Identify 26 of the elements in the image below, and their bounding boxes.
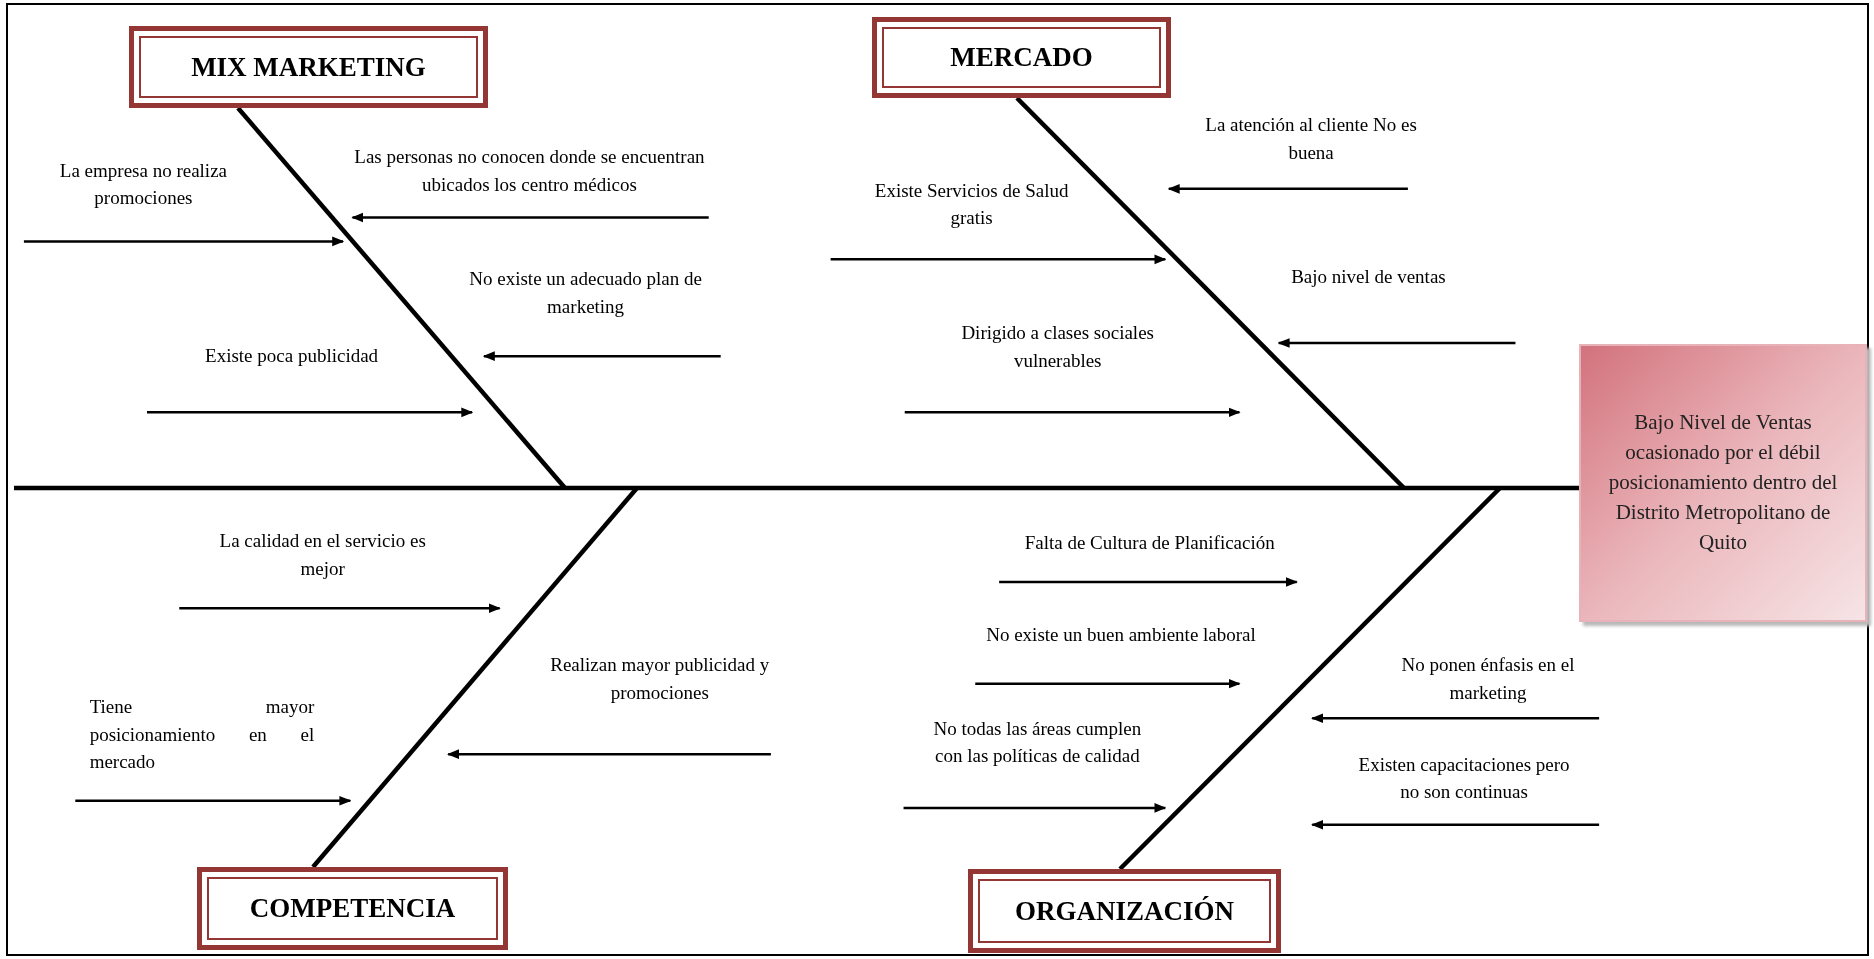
cause-text: La empresa no realiza promociones <box>58 158 228 211</box>
cause-text: Falta de Cultura de Planificación <box>1023 531 1276 556</box>
fishbone-line <box>311 486 639 869</box>
cause-text: No ponen énfasis en el marketing <box>1400 653 1576 705</box>
cause-text: Existen capacitaciones pero no son continuas <box>1357 752 1571 805</box>
category-box: MERCADO <box>872 17 1171 98</box>
cause-text: Tiene mayor posicionamiento en el mercado <box>89 695 315 775</box>
cause-text: La calidad en el servicio es mejor <box>218 529 427 581</box>
category-box: ORGANIZACIÓN <box>968 869 1281 953</box>
cause-text: Dirigido a clases sociales vulnerables <box>960 321 1155 373</box>
category-box: MIX MARKETING <box>129 26 488 108</box>
cause-text: Existe Servicios de Salud gratis <box>873 178 1070 231</box>
cause-text: Realizan mayor publicidad y promociones <box>549 653 771 705</box>
cause-text: No existe un adecuado plan de marketing <box>469 267 703 319</box>
fishbone-line <box>14 485 1579 491</box>
cause-text: Bajo nivel de ventas <box>1290 264 1447 289</box>
category-box: COMPETENCIA <box>197 867 508 950</box>
cause-text: La atención al cliente No es buena <box>1204 113 1418 165</box>
cause-text: No todas las áreas cumplen con las políticas de calidad <box>932 716 1143 769</box>
effect-box: Bajo Nivel de Ventas ocasionado por el débil posicionamiento dentro del Distrito Metropolitano de Quito <box>1579 344 1867 622</box>
cause-text: No existe un buen ambiente laboral <box>985 623 1257 648</box>
cause-text: Las personas no conocen donde se encuentran ubicados los centro médicos <box>353 145 706 197</box>
fishbone-line <box>1118 486 1502 871</box>
cause-text: Existe poca publicidad <box>204 343 380 368</box>
fishbone-line <box>1015 96 1406 490</box>
fishbone-line <box>236 106 567 490</box>
